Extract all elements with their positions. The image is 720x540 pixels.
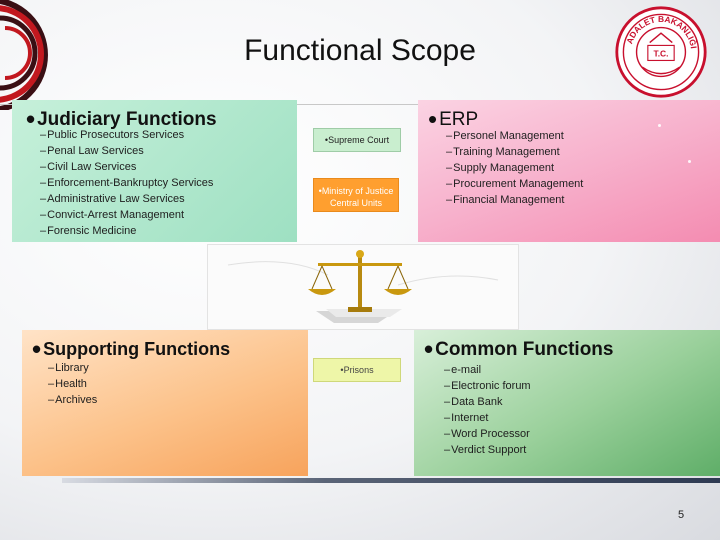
svg-text:T.C.: T.C. [653, 49, 668, 59]
prisons-label: Prisons [343, 365, 374, 375]
list-item: Personel Management [446, 128, 583, 144]
erp-heading-text: ERP [439, 109, 479, 130]
supreme-court-label: Supreme Court [328, 135, 390, 145]
list-item: Financial Management [446, 192, 583, 208]
judiciary-panel: •Judiciary Functions Public Prosecutors … [12, 100, 297, 242]
common-heading-text: Common Functions [435, 339, 614, 360]
common-panel: •Common Functions e-mail Electronic foru… [414, 330, 720, 476]
erp-heading: •ERP [428, 104, 478, 135]
bullet-icon: • [340, 365, 344, 375]
list-item: Penal Law Services [40, 143, 213, 159]
list-item: Procurement Management [446, 176, 583, 192]
sparkle [688, 160, 691, 163]
list-item: Word Processor [444, 426, 531, 442]
judiciary-list: Public Prosecutors Services Penal Law Se… [40, 127, 213, 239]
list-item: Convict-Arrest Management [40, 207, 213, 223]
list-item: e-mail [444, 362, 531, 378]
ministry-emblem-logo: ADALET BAKANLIĞI T.C. [615, 6, 707, 98]
prisons-box: •Prisons [313, 358, 401, 382]
list-item: Civil Law Services [40, 159, 213, 175]
supporting-heading: •Supporting Functions [32, 334, 230, 365]
judiciary-heading: •Judiciary Functions [26, 104, 217, 135]
bullet-icon: • [428, 104, 438, 134]
slide-title: Functional Scope [244, 34, 476, 67]
list-item: Forensic Medicine [40, 223, 213, 239]
common-list: e-mail Electronic forum Data Bank Intern… [444, 362, 531, 458]
supporting-heading-text: Supporting Functions [43, 339, 231, 359]
list-item: Public Prosecutors Services [40, 127, 213, 143]
list-item: Training Management [446, 144, 583, 160]
scales-image [207, 244, 519, 330]
bullet-icon: • [424, 334, 434, 364]
list-item: Library [48, 360, 97, 376]
list-item: Internet [444, 410, 531, 426]
bullet-icon: • [26, 104, 36, 134]
supporting-list: Library Health Archives [48, 360, 97, 408]
scales-of-justice-icon [227, 250, 499, 323]
bullet-icon: • [32, 334, 42, 364]
common-heading: •Common Functions [424, 334, 614, 365]
judiciary-heading-text: Judiciary Functions [37, 109, 217, 130]
list-item: Verdict Support [444, 442, 531, 458]
list-item: Data Bank [444, 394, 531, 410]
list-item: Supply Management [446, 160, 583, 176]
ministry-label: Ministry of Justice Central Units [321, 186, 394, 208]
erp-panel: •ERP Personel Management Training Manage… [418, 100, 720, 242]
supreme-court-box: •Supreme Court [313, 128, 401, 152]
erp-list: Personel Management Training Management … [446, 128, 583, 208]
bullet-icon: • [318, 186, 322, 196]
list-item: Archives [48, 392, 97, 408]
footer-bar [62, 478, 720, 483]
bullet-icon: • [324, 135, 329, 145]
ministry-box: •Ministry of Justice Central Units [313, 178, 399, 212]
list-item: Electronic forum [444, 378, 530, 394]
list-item: Administrative Law Services [40, 191, 213, 207]
list-item: Health [48, 376, 97, 392]
title-divider [0, 104, 720, 105]
list-item: Enforcement-Bankruptcy Services [40, 175, 213, 191]
sparkle [658, 124, 661, 127]
page-number: 5 [678, 509, 685, 521]
supporting-panel: •Supporting Functions Library Health Arc… [22, 330, 308, 476]
